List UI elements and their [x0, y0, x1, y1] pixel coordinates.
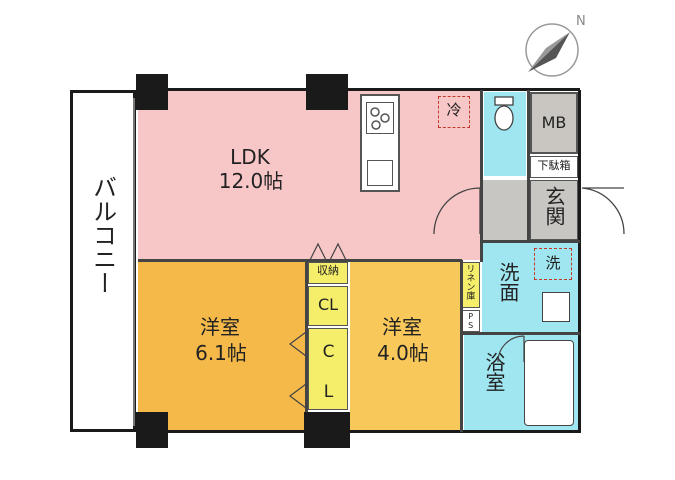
sink-icon: [367, 160, 393, 186]
door-swing-hall: [433, 187, 481, 235]
door-swing-storage: [309, 242, 347, 261]
wall-western-b-right: [460, 260, 463, 432]
storage-label: 収納: [317, 264, 339, 277]
washroom-label: 洗面: [496, 262, 520, 302]
western-room-b-size: 4.0帖: [377, 341, 429, 365]
western-room-b: [350, 262, 460, 432]
balcony-rail: [133, 98, 135, 426]
bathtub-icon: [524, 340, 574, 426]
western-room-a: [138, 262, 306, 432]
washer-label: 洗: [545, 254, 561, 272]
bathroom-label: 浴室: [482, 352, 506, 392]
entrance-label: 玄関: [542, 186, 566, 226]
wall-right-wet: [578, 90, 581, 433]
wall-top-wet: [480, 88, 580, 91]
compass: N: [518, 14, 598, 80]
refrigerator-label: 冷: [446, 101, 462, 119]
mb-label: MB: [541, 113, 567, 132]
door-swing-closet: [289, 331, 307, 409]
western-room-a-size: 6.1帖: [195, 341, 247, 365]
linen-label: リネン庫: [464, 264, 475, 300]
pillar-top-left: [136, 74, 168, 110]
door-swing-bath: [497, 335, 525, 363]
ldk-step: [436, 90, 480, 190]
ldk-room: [138, 90, 480, 260]
pillar-bottom-mid: [304, 412, 350, 448]
door-swing-entrance: [581, 187, 625, 235]
hall-floor: [482, 180, 528, 240]
compass-north-label: N: [576, 14, 586, 29]
mb-room: [530, 92, 578, 154]
washer-space: [534, 248, 572, 280]
entrance-room: [530, 180, 578, 240]
refrigerator-space: [438, 96, 470, 128]
wall-hall-bottom: [482, 240, 580, 243]
wall-ldk-bottom: [138, 259, 462, 262]
closet-b: [308, 328, 348, 410]
shoe-box-label: 下駄箱: [537, 159, 571, 172]
balcony-label: バルコニー: [88, 175, 117, 295]
western-room-b-label: 洋室: [382, 315, 422, 339]
toilet-icon: [492, 96, 516, 132]
entrance-label-1: 玄関: [530, 186, 578, 231]
western-room-a-label: 洋室: [200, 315, 240, 339]
wall-western-split: [305, 260, 308, 432]
ldk-label: LDK: [230, 145, 270, 169]
closet-a-label: CL: [317, 295, 339, 314]
shoe-box: [530, 156, 578, 178]
pillar-top-mid: [306, 74, 348, 110]
stove-icon: [366, 102, 394, 134]
compass-icon: [525, 23, 579, 77]
wash-basin-icon: [542, 292, 570, 322]
wall-bottom: [138, 430, 580, 433]
wall-ldk-right: [480, 90, 483, 262]
wall-bath-top: [462, 332, 580, 335]
ldk-size: 12.0帖: [218, 169, 284, 193]
pillar-bottom-left: [136, 412, 168, 448]
ps-label: PS: [466, 312, 476, 330]
closet-a: [308, 286, 348, 326]
wall-toilet-right: [527, 90, 530, 240]
closet-b-label: C L: [318, 342, 339, 402]
storage-room: [308, 262, 348, 284]
